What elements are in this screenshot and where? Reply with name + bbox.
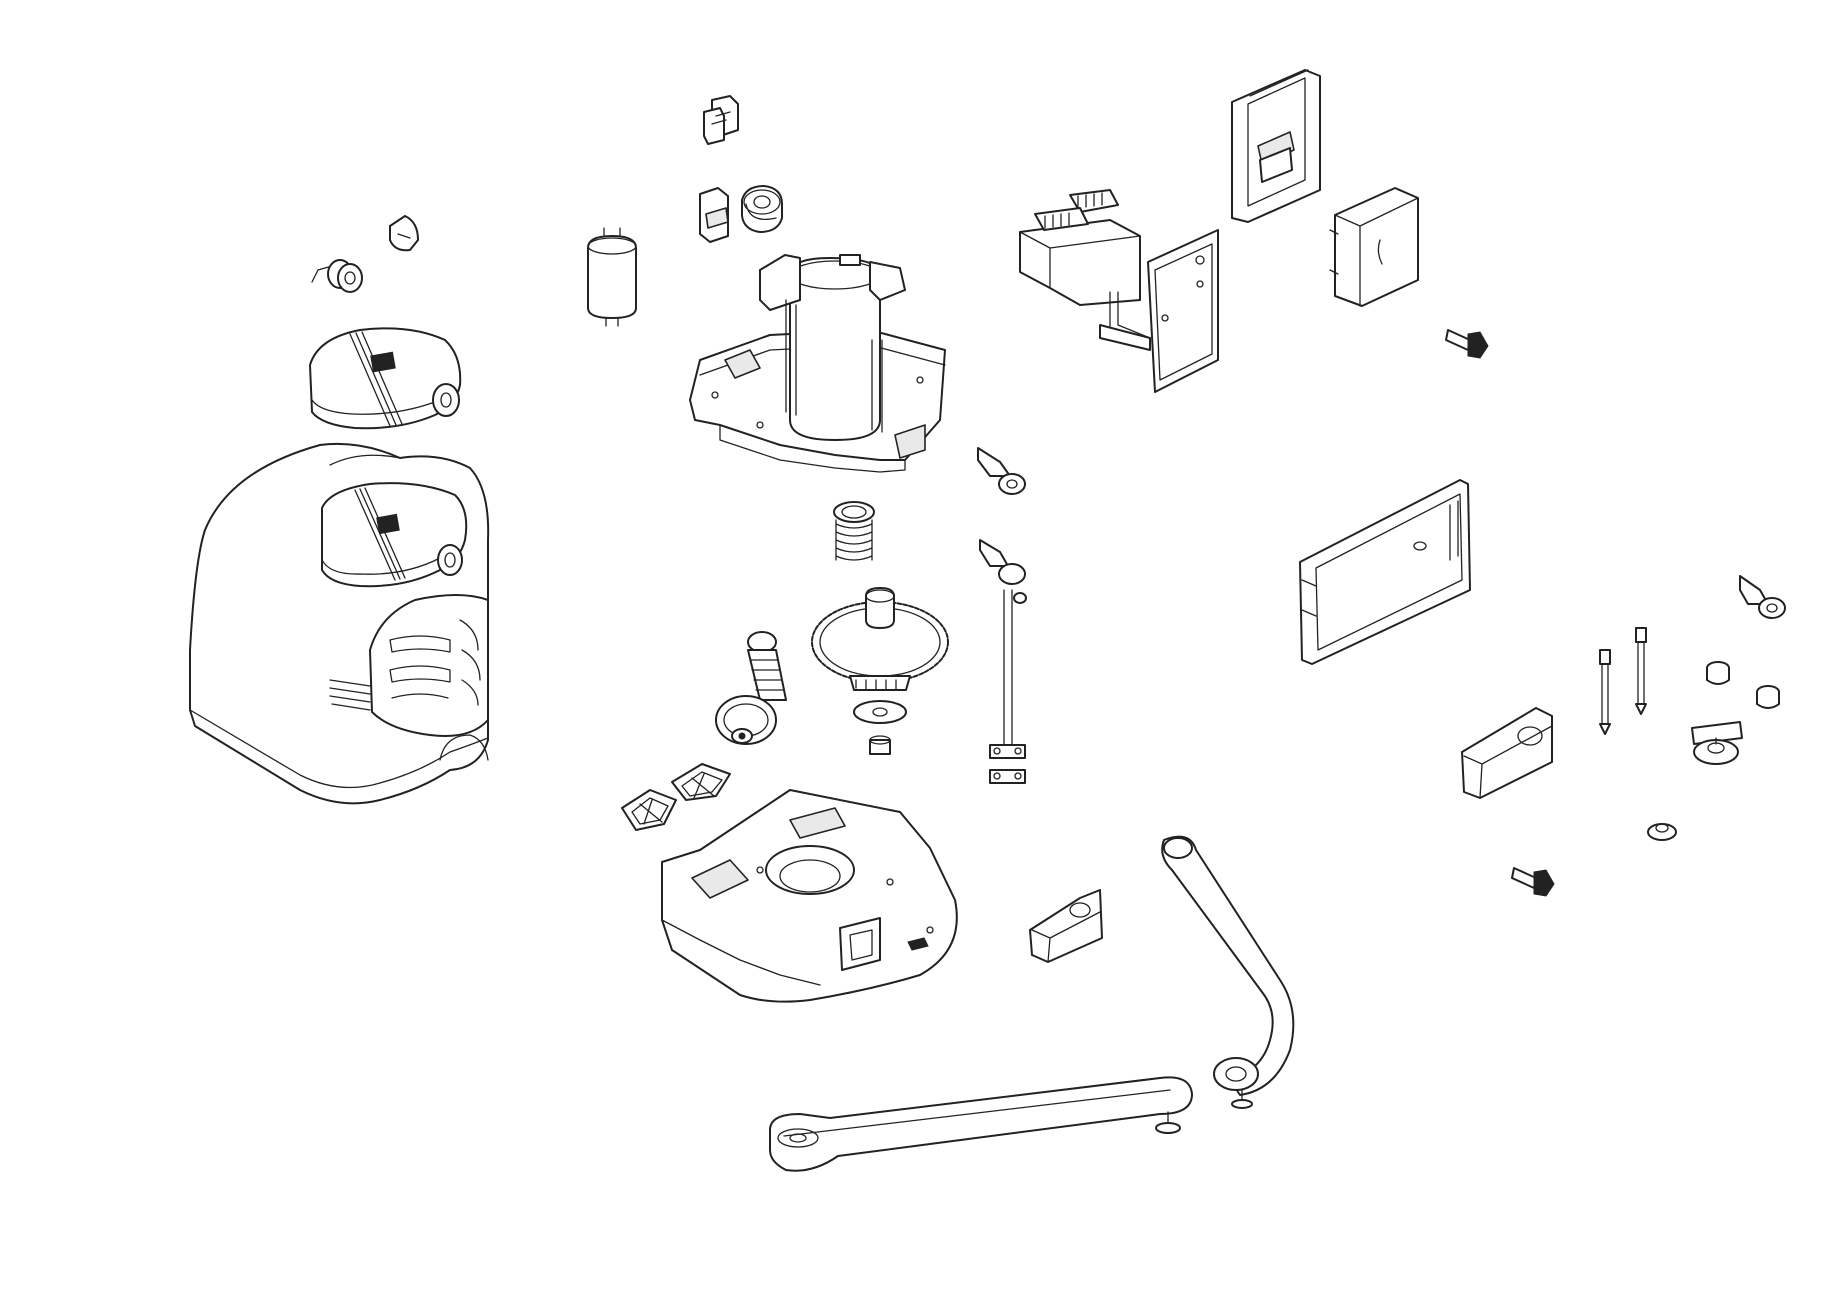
bolts-icon (1599, 627, 1647, 735)
straight-arm-icon (769, 1076, 1193, 1172)
control-box-icon (1329, 187, 1419, 307)
housing-cover-icon (189, 442, 490, 805)
gear-wheel-icon (811, 587, 949, 755)
release-key-icon (1445, 329, 1555, 897)
base-plate-icon (661, 789, 958, 1003)
worm-screw-icon (715, 631, 787, 745)
motor-assembly-icon (689, 254, 946, 473)
gasket-icon (621, 763, 731, 831)
curved-arm-icon (1161, 835, 1295, 1109)
lock-cylinder-icon (311, 259, 363, 293)
limit-rod-icon (989, 589, 1027, 784)
bushings-icon (1647, 661, 1780, 841)
stop-block-icon (1029, 707, 1553, 963)
top-cap-icon (309, 327, 462, 430)
mounting-bracket-icon (1299, 479, 1471, 665)
capacitor-icon (587, 227, 637, 327)
spring-icon (833, 501, 875, 561)
switch-block-icon (699, 185, 783, 243)
wing-nut-icon (977, 447, 1786, 619)
circuit-board-icon (1099, 229, 1219, 393)
card-bracket-icon (1231, 69, 1321, 223)
fixing-bracket-icon (1691, 721, 1743, 765)
lock-cap-icon (389, 215, 419, 252)
connector-icon (703, 95, 739, 145)
transformer-icon (1019, 189, 1141, 306)
